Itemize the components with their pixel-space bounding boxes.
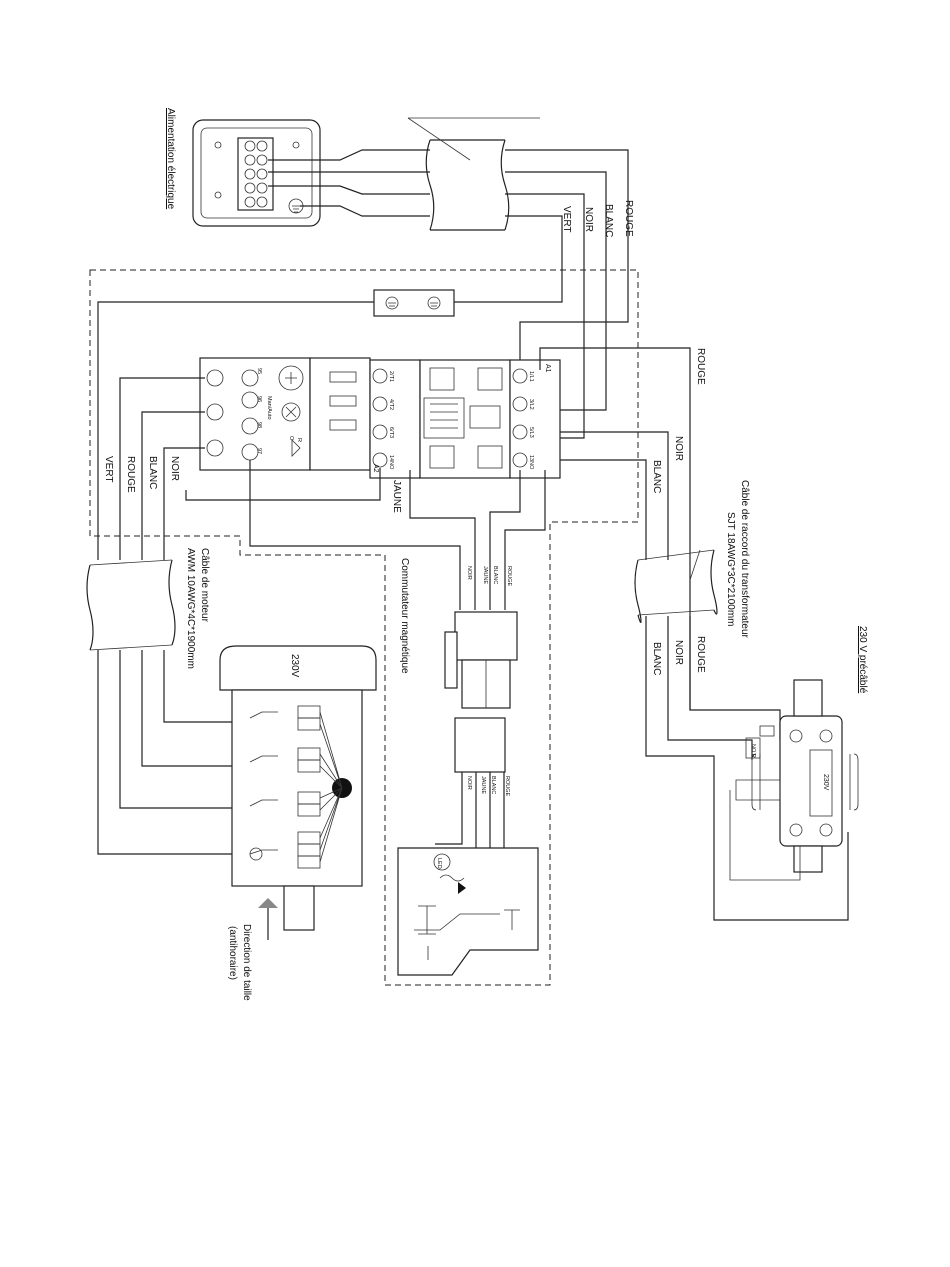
- plug-wire-noir-bottom: NOIR: [466, 776, 472, 790]
- contactor-wire-jaune: JAUNE: [391, 480, 402, 513]
- led-label: LED: [436, 858, 442, 869]
- power-supply-box: [192, 119, 321, 227]
- switch-body: [397, 847, 539, 976]
- motor-terminals: [249, 705, 343, 869]
- terminal-14no: 14NO: [388, 455, 394, 470]
- terminal-13no: 13NO: [528, 455, 534, 470]
- man-auto-label: Man/Auto: [266, 396, 272, 420]
- terminal-t3: 6/T3: [388, 427, 394, 438]
- supply-wire-vert: VERT: [561, 206, 572, 233]
- overload-98: 98: [256, 422, 262, 428]
- plug-wire-rouge-top: ROUGE: [506, 566, 512, 587]
- transformer-cable: [634, 549, 718, 623]
- terminal-t1: 2/T1: [388, 371, 394, 382]
- contactor-wire-rouge: ROUGE: [695, 348, 706, 385]
- contactor-terminals: [372, 368, 528, 468]
- direction-label: Direction de taille: [241, 924, 252, 1001]
- plug-wire-jaune-top: JAUNE: [482, 566, 488, 584]
- control-box-outline: [89, 269, 639, 986]
- motor-wire-blanc: BLANC: [147, 456, 158, 489]
- supply-wire-noir: NOIR: [583, 207, 594, 232]
- contactor-wire-noir: NOIR: [673, 436, 684, 461]
- transformer-wire-rouge: ROUGE: [695, 636, 706, 673]
- terminal-l2: 3/L2: [528, 399, 534, 410]
- plug-wire-blanc-bottom: BLANC: [490, 776, 496, 794]
- transformer: [729, 679, 859, 881]
- terminal-a2: A2: [372, 464, 379, 473]
- plug-wire-blanc-top: BLANC: [492, 566, 498, 584]
- transformer-nor-label: NO R: [750, 744, 756, 758]
- supply-cable: [407, 117, 540, 231]
- terminal-a1: A1: [544, 364, 551, 373]
- overload-95: 95: [256, 368, 262, 374]
- motor-cable-spec: AWM 10AWG*4C*1900mm: [185, 548, 196, 669]
- power-supply-title: Alimentation électrique: [165, 108, 176, 210]
- motor-cable-title: Câble de moteur: [199, 548, 210, 623]
- plug-wire-jaune-bottom: JAUNE: [480, 776, 486, 794]
- motor-cable: [86, 559, 176, 651]
- terminal-l1: 1/L1: [528, 371, 534, 382]
- motor-wire-rouge: ROUGE: [125, 456, 136, 493]
- direction-arrow-icon: [258, 898, 278, 940]
- overload-96: 96: [256, 396, 262, 402]
- overload-terminals: [206, 369, 259, 461]
- motor-voltage: 230V: [289, 654, 300, 678]
- terminal-t2: 4/T2: [388, 399, 394, 410]
- switch-plug: [444, 611, 518, 773]
- direction-label-sub: (antihoraire): [227, 926, 238, 980]
- terminal-l3: 5/L3: [528, 427, 534, 438]
- motor-wire-vert: VERT: [103, 456, 114, 483]
- transformer-wire-blanc: BLANC: [651, 642, 662, 675]
- motor: [219, 645, 377, 931]
- contactor-wire-blanc: BLANC: [651, 460, 662, 493]
- plug-wire-rouge-bottom: ROUGE: [504, 776, 510, 797]
- motor-wire-noir: NOIR: [169, 456, 180, 481]
- ground-terminal-block: [373, 289, 455, 317]
- transformer-cable-title: Câble de raccord du transformateur: [739, 480, 750, 639]
- off-label: O: [288, 436, 294, 441]
- transformer-cable-spec: SJT 18AWG*3C*2100mm: [725, 512, 736, 627]
- contactor: [199, 357, 561, 479]
- overload-97: 97: [256, 448, 262, 454]
- magnetic-switch-title: Commutateur magnétique: [399, 558, 410, 674]
- supply-wire-blanc: BLANC: [603, 204, 614, 237]
- plug-wire-noir-top: NOIR: [466, 566, 472, 580]
- transformer-title: 230 V précâblé: [857, 626, 868, 694]
- transformer-wire-noir: NOIR: [673, 640, 684, 665]
- supply-wire-rouge: ROUGE: [623, 200, 634, 237]
- reset-label: R: [296, 438, 302, 442]
- transformer-voltage: 230V: [822, 774, 829, 791]
